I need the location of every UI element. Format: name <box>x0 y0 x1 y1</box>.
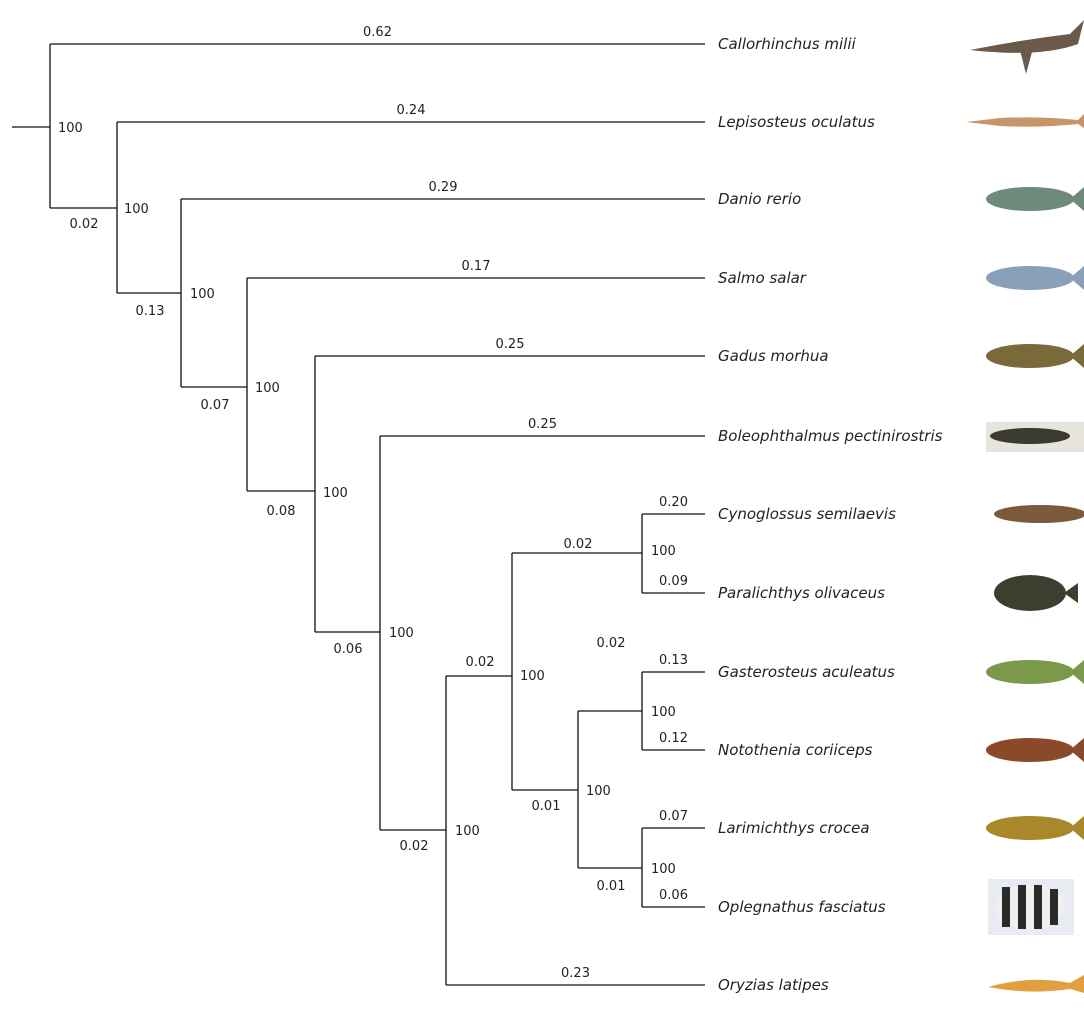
branch-length-label: 0.09 <box>659 574 688 589</box>
olive-flounder-icon <box>994 575 1078 611</box>
stem-length-label: 0.02 <box>597 636 626 651</box>
medaka-icon <box>988 975 1084 993</box>
yellow-croaker-icon <box>986 816 1084 840</box>
branch-length-label: 0.20 <box>659 495 688 510</box>
notothen-icon <box>986 738 1084 762</box>
stem-length-label: 0.02 <box>564 537 593 552</box>
bootstrap-value: 100 <box>58 121 83 136</box>
branch-length-label: 0.06 <box>659 888 688 903</box>
stem-length-label: 0.13 <box>136 304 165 319</box>
atlantic-cod-icon <box>986 344 1084 368</box>
taxon-name-3: Danio rerio <box>718 190 801 208</box>
taxon-name-4: Salmo salar <box>718 269 807 287</box>
branch-length-label: 0.29 <box>429 180 458 195</box>
stem-length-label: 0.02 <box>400 839 429 854</box>
bootstrap-value: 100 <box>586 784 611 799</box>
bootstrap-value: 100 <box>389 626 414 641</box>
branch-length-label: 0.24 <box>397 103 426 118</box>
branch-length-label: 0.17 <box>462 259 491 274</box>
branch-length-label: 0.23 <box>561 966 590 981</box>
striped-beakfish-icon <box>988 879 1074 935</box>
bootstrap-value: 100 <box>651 544 676 559</box>
stem-length-label: 0.07 <box>201 398 230 413</box>
bootstrap-value: 100 <box>323 486 348 501</box>
tongue-sole-icon <box>994 505 1084 523</box>
branch-length-label: 0.25 <box>496 337 525 352</box>
taxon-name-2: Lepisosteus oculatus <box>718 113 875 131</box>
atlantic-salmon-icon <box>986 266 1084 290</box>
taxon-name-13: Oryzias latipes <box>718 976 829 994</box>
taxon-name-9: Gasterosteus aculeatus <box>718 663 895 681</box>
branch-length-label: 0.62 <box>363 25 392 40</box>
bootstrap-value: 100 <box>651 705 676 720</box>
branch-length-label: 0.13 <box>659 653 688 668</box>
bootstrap-value: 100 <box>255 381 280 396</box>
stem-length-label: 0.06 <box>334 642 363 657</box>
stem-length-label: 0.01 <box>597 879 626 894</box>
branch-length-label: 0.12 <box>659 731 688 746</box>
spotted-gar-icon <box>966 114 1084 128</box>
bootstrap-value: 100 <box>520 669 545 684</box>
mudskipper-icon <box>986 422 1084 452</box>
stem-length-label: 0.02 <box>70 217 99 232</box>
taxon-name-7: Cynoglossus semilaevis <box>718 505 896 523</box>
taxon-name-1: Callorhinchus milii <box>718 35 856 53</box>
stem-length-label: 0.08 <box>267 504 296 519</box>
bootstrap-value: 100 <box>124 202 149 217</box>
bootstrap-value: 100 <box>455 824 480 839</box>
taxon-name-12: Oplegnathus fasciatus <box>718 898 886 916</box>
bootstrap-value: 100 <box>190 287 215 302</box>
stickleback-icon <box>986 660 1084 684</box>
stem-length-label: 0.01 <box>532 799 561 814</box>
taxon-name-10: Notothenia coriiceps <box>718 741 873 759</box>
stem-length-label: 0.02 <box>466 655 495 670</box>
branch-length-label: 0.07 <box>659 809 688 824</box>
taxon-name-8: Paralichthys olivaceus <box>718 584 885 602</box>
taxon-name-11: Larimichthys crocea <box>718 819 870 837</box>
taxon-name-6: Boleophthalmus pectinirostris <box>718 427 943 445</box>
taxon-name-5: Gadus morhua <box>718 347 829 365</box>
bootstrap-value: 100 <box>651 862 676 877</box>
zebrafish-icon <box>986 187 1084 211</box>
branch-length-label: 0.25 <box>528 417 557 432</box>
elephant-shark-icon <box>970 20 1084 74</box>
